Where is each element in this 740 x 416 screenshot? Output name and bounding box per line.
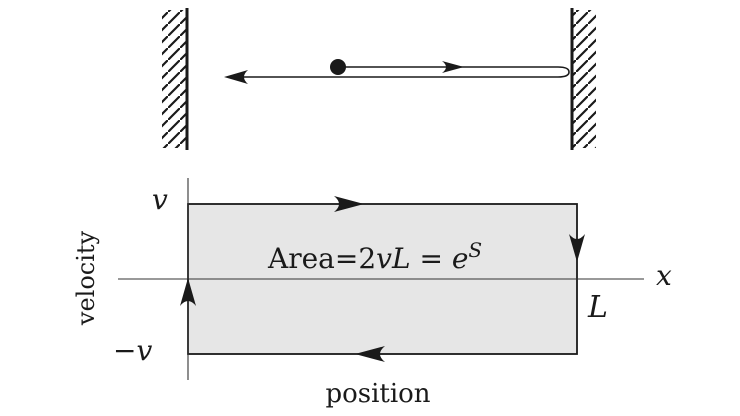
top-edge-arrow (334, 196, 364, 212)
particle-dot (330, 59, 346, 75)
area-label: Area=2vL = eS (267, 238, 482, 275)
particle-trajectory (224, 61, 570, 84)
position-axis-label: position (325, 379, 430, 409)
left-edge-arrow (180, 278, 196, 306)
tick-label-v: v (152, 183, 168, 216)
right-wall (570, 8, 596, 150)
x-axis-label: x (656, 259, 672, 292)
right-edge-arrow (569, 234, 585, 262)
tick-label-L: L (587, 290, 608, 325)
velocity-axis-label: velocity (72, 230, 100, 326)
trajectory-arrow-right (442, 61, 464, 73)
left-wall (162, 8, 189, 150)
tick-label-minus-v: −v (113, 334, 152, 367)
trajectory-arrow-left (224, 70, 248, 84)
bottom-edge-arrow (355, 346, 385, 362)
